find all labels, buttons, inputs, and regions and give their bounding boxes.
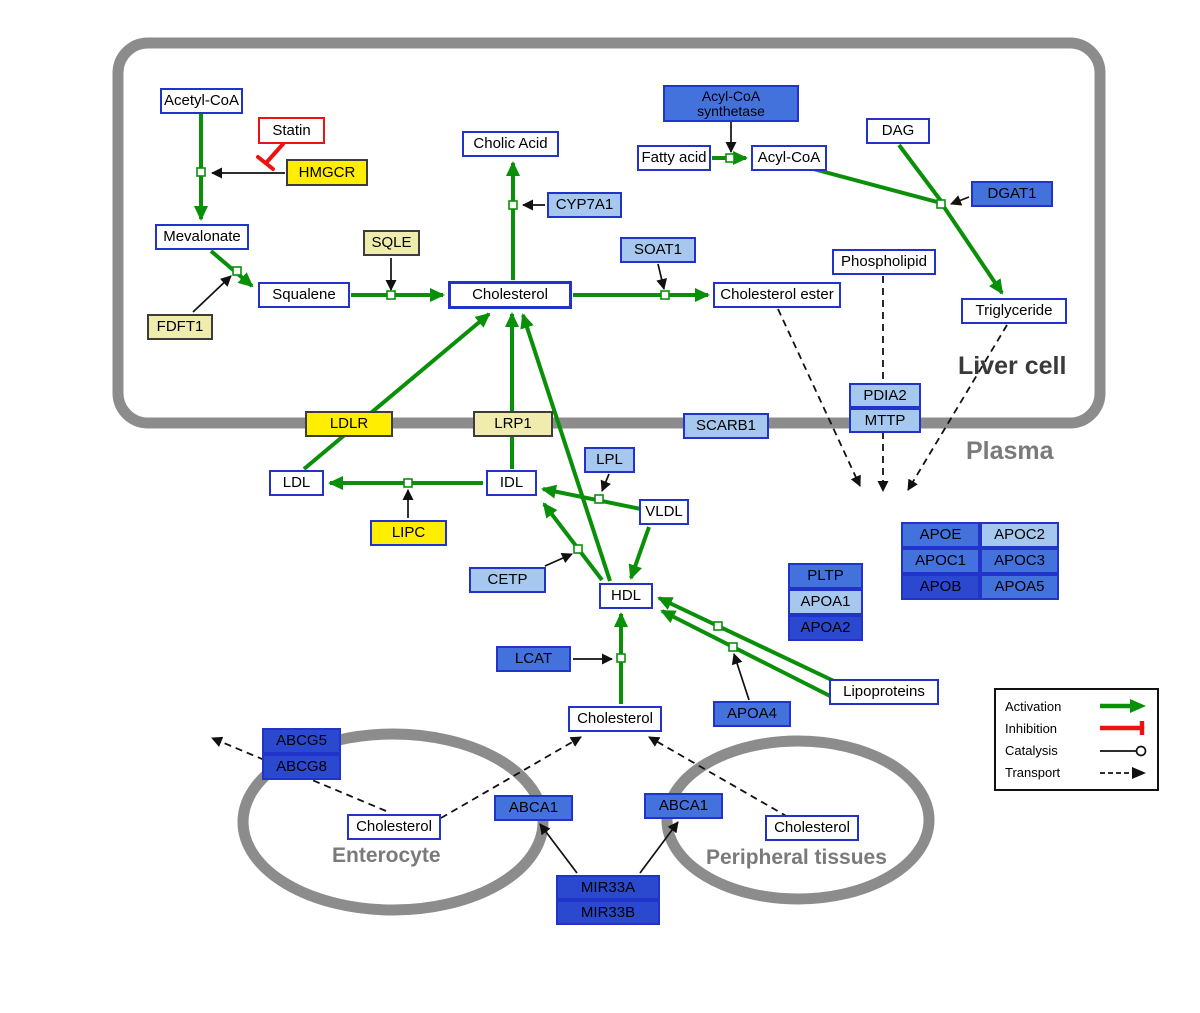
node-statin[interactable]: Statin bbox=[258, 117, 325, 144]
plasma-label: Plasma bbox=[966, 437, 1054, 465]
peripheral-tissues-membrane bbox=[661, 735, 935, 905]
node-pdia2[interactable]: PDIA2 bbox=[849, 383, 921, 408]
legend-row-transport: Transport bbox=[1005, 765, 1148, 781]
node-ldlr[interactable]: LDLR bbox=[305, 411, 393, 437]
node-cholesterol-enterocyte[interactable]: Cholesterol bbox=[347, 814, 441, 840]
catalysis-circle-icon bbox=[1098, 743, 1148, 759]
liver-cell-label: Liver cell bbox=[958, 352, 1067, 380]
activation-arrow-icon bbox=[1098, 698, 1148, 714]
node-apob[interactable]: APOB bbox=[901, 574, 980, 600]
transport-edges bbox=[211, 276, 1008, 819]
node-squalene[interactable]: Squalene bbox=[258, 282, 350, 308]
inhibition-edge bbox=[256, 142, 285, 171]
node-apoe[interactable]: APOE bbox=[901, 522, 980, 548]
node-acetyl-coa[interactable]: Acetyl-CoA bbox=[160, 88, 243, 114]
catalysis-edges bbox=[192, 122, 970, 874]
node-mevalonate[interactable]: Mevalonate bbox=[155, 224, 249, 250]
node-cholesterol-ester[interactable]: Cholesterol ester bbox=[713, 282, 841, 308]
node-apoa4[interactable]: APOA4 bbox=[713, 701, 791, 727]
node-lipc[interactable]: LIPC bbox=[370, 520, 447, 546]
node-fdft1[interactable]: FDFT1 bbox=[147, 314, 213, 340]
legend-catalysis-label: Catalysis bbox=[1005, 743, 1058, 759]
node-phospholipid[interactable]: Phospholipid bbox=[832, 249, 936, 275]
transport-dashed-arrow-icon bbox=[1098, 765, 1148, 781]
node-apoc1[interactable]: APOC1 bbox=[901, 548, 980, 574]
node-hmgcr[interactable]: HMGCR bbox=[286, 159, 368, 186]
legend-row-activation: Activation bbox=[1005, 698, 1148, 714]
node-abca1-peripheral[interactable]: ABCA1 bbox=[644, 793, 723, 819]
node-cholesterol-peripheral[interactable]: Cholesterol bbox=[765, 815, 859, 841]
legend: Activation Inhibition Catalysis bbox=[994, 688, 1159, 791]
node-ldl[interactable]: LDL bbox=[269, 470, 324, 496]
node-vldl[interactable]: VLDL bbox=[639, 499, 689, 525]
legend-row-catalysis: Catalysis bbox=[1005, 743, 1148, 759]
membranes bbox=[112, 37, 1106, 916]
peripheral-tissues-label: Peripheral tissues bbox=[706, 846, 887, 869]
node-apoc3[interactable]: APOC3 bbox=[980, 548, 1059, 574]
node-cholesterol-liver[interactable]: Cholesterol bbox=[448, 281, 572, 309]
node-lpl[interactable]: LPL bbox=[584, 447, 635, 473]
node-apoa2[interactable]: APOA2 bbox=[788, 615, 863, 641]
legend-activation-label: Activation bbox=[1005, 698, 1062, 714]
node-cetp[interactable]: CETP bbox=[469, 567, 546, 593]
node-acyl-coa[interactable]: Acyl-CoA bbox=[751, 145, 827, 171]
node-triglyceride[interactable]: Triglyceride bbox=[961, 298, 1067, 324]
node-scarb1[interactable]: SCARB1 bbox=[683, 413, 769, 439]
node-pltp[interactable]: PLTP bbox=[788, 563, 863, 589]
node-mttp[interactable]: MTTP bbox=[849, 408, 921, 433]
node-lcat[interactable]: LCAT bbox=[496, 646, 571, 672]
inhibition-tbar-icon bbox=[1098, 720, 1148, 736]
node-sqle[interactable]: SQLE bbox=[363, 230, 420, 256]
node-cyp7a1[interactable]: CYP7A1 bbox=[547, 192, 622, 218]
reaction-nodes bbox=[196, 153, 946, 663]
node-abca1-enterocyte[interactable]: ABCA1 bbox=[494, 795, 573, 821]
node-apoc2[interactable]: APOC2 bbox=[980, 522, 1059, 548]
legend-row-inhibition: Inhibition bbox=[1005, 720, 1148, 736]
node-apoa1[interactable]: APOA1 bbox=[788, 589, 863, 615]
node-soat1[interactable]: SOAT1 bbox=[620, 237, 696, 263]
node-lipoproteins[interactable]: Lipoproteins bbox=[829, 679, 939, 705]
node-abcg5[interactable]: ABCG5 bbox=[262, 728, 341, 754]
node-mir33b[interactable]: MIR33B bbox=[556, 900, 660, 925]
node-hdl[interactable]: HDL bbox=[599, 583, 653, 609]
enterocyte-membrane bbox=[237, 728, 549, 916]
node-idl[interactable]: IDL bbox=[486, 470, 537, 496]
node-apoa5[interactable]: APOA5 bbox=[980, 574, 1059, 600]
liver-cell-membrane bbox=[112, 37, 1106, 429]
legend-transport-label: Transport bbox=[1005, 765, 1061, 781]
node-dgat1[interactable]: DGAT1 bbox=[971, 181, 1053, 207]
node-abcg8[interactable]: ABCG8 bbox=[262, 754, 341, 780]
node-lrp1[interactable]: LRP1 bbox=[473, 411, 553, 437]
node-mir33a[interactable]: MIR33A bbox=[556, 875, 660, 900]
node-dag[interactable]: DAG bbox=[866, 118, 930, 144]
node-cholesterol-plasma[interactable]: Cholesterol bbox=[568, 706, 662, 732]
node-acyl-coa-synthetase[interactable]: Acyl-CoA synthetase bbox=[663, 85, 799, 122]
enterocyte-label: Enterocyte bbox=[332, 844, 441, 867]
node-fatty-acid[interactable]: Fatty acid bbox=[637, 145, 711, 171]
node-cholic-acid[interactable]: Cholic Acid bbox=[462, 131, 559, 157]
legend-inhibition-label: Inhibition bbox=[1005, 720, 1058, 736]
